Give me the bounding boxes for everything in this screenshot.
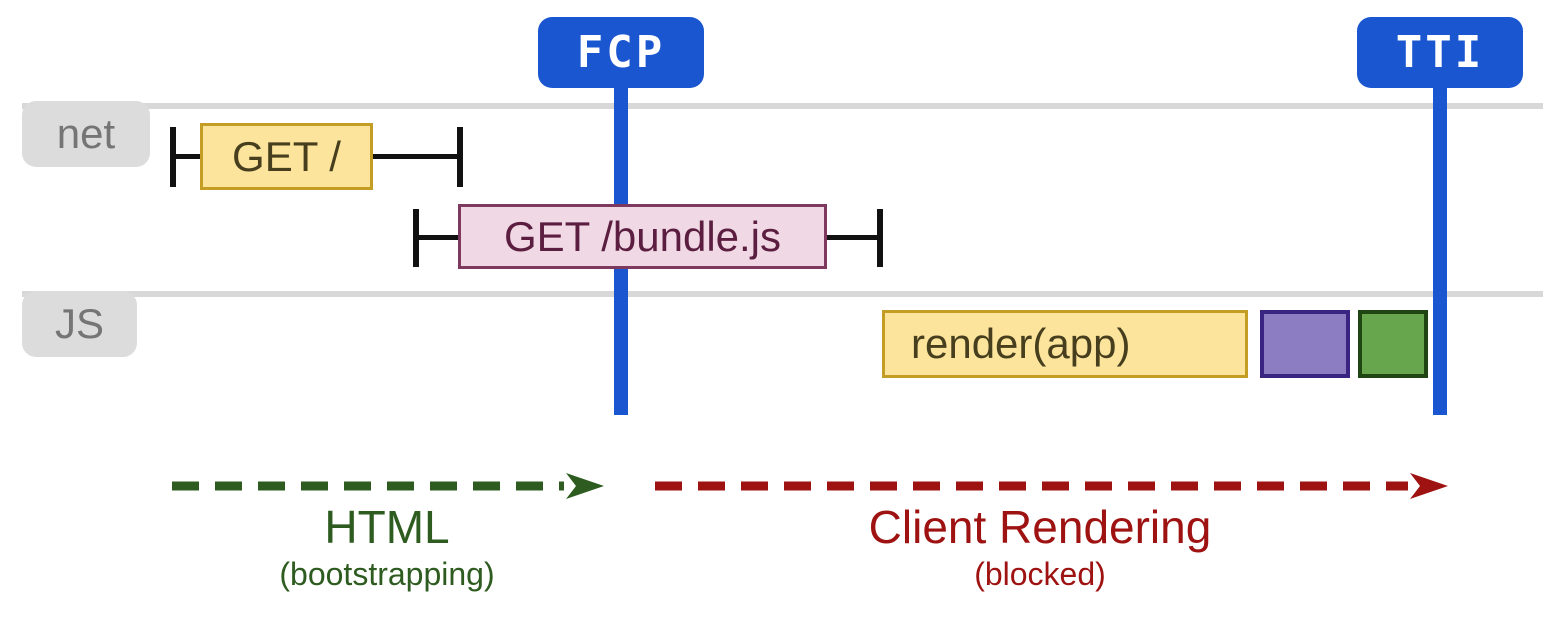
tti-marker-line	[1433, 88, 1447, 415]
green-js-task-box	[1358, 310, 1428, 378]
get-root-start-tick	[170, 127, 176, 187]
fcp-marker-badge: FCP	[538, 17, 704, 88]
js-lane-label: JS	[22, 291, 137, 357]
get-bundle-end-connector	[827, 235, 877, 240]
client-rendering-phase-subtitle: (blocked)	[974, 556, 1106, 592]
get-root-task-box: GET /	[200, 123, 373, 190]
net-lane-label-text: net	[56, 110, 116, 157]
purple-js-task-box	[1260, 310, 1350, 378]
js-lane-line	[22, 291, 1543, 297]
tti-marker-badge: TTI	[1357, 17, 1523, 88]
net-lane-line	[22, 103, 1543, 109]
client-rendering-phase-arrow-icon	[655, 473, 1448, 499]
get-root-start-connector	[176, 154, 200, 159]
render-app-task-box: render(app)	[882, 310, 1248, 378]
render-app-task-label: render(app)	[911, 320, 1131, 367]
client-rendering-phase-title: Client Rendering	[868, 501, 1212, 553]
net-lane-label: net	[22, 101, 150, 167]
get-root-end-connector	[373, 154, 457, 159]
html-phase-title: HTML	[324, 501, 450, 553]
html-phase-arrow-icon	[172, 473, 604, 499]
get-bundle-start-tick	[413, 209, 419, 267]
get-bundle-task-label: GET /bundle.js	[503, 212, 782, 260]
fcp-marker-label: FCP	[576, 27, 666, 78]
html-phase-subtitle: (bootstrapping)	[279, 556, 495, 592]
get-bundle-end-tick	[877, 209, 883, 267]
tti-marker-label: TTI	[1395, 27, 1485, 78]
get-root-task-label: GET /	[232, 132, 341, 180]
get-root-end-tick	[457, 127, 463, 187]
get-bundle-task-box: GET /bundle.js	[458, 204, 827, 269]
get-bundle-start-connector	[419, 235, 458, 240]
js-lane-label-text: JS	[54, 300, 104, 347]
